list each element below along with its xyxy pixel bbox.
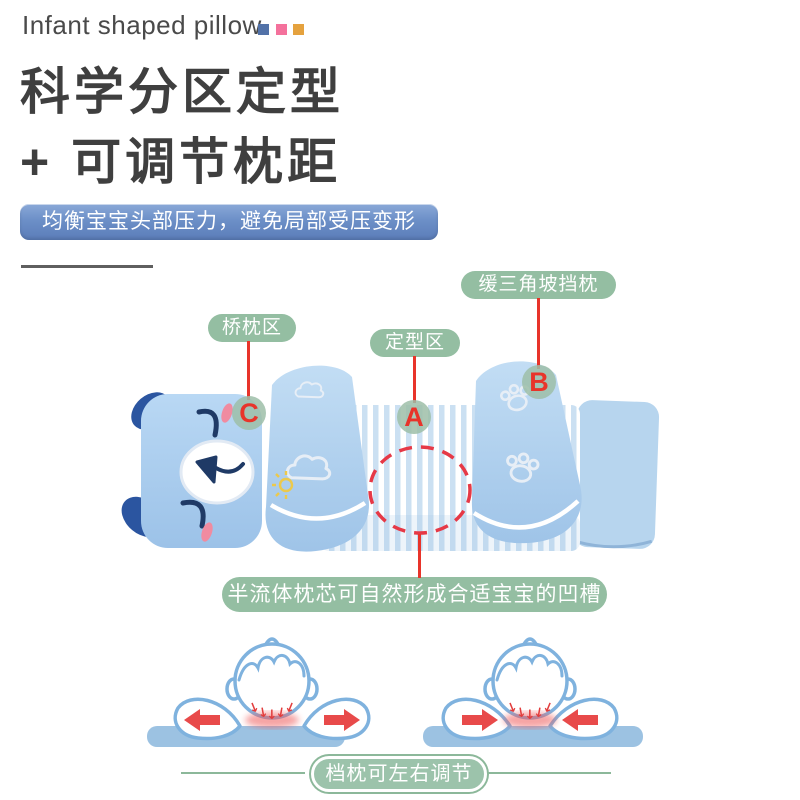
adjust-note-label: 档枕可左右调节 <box>311 756 487 792</box>
page-subtitle: Infant shaped pillow <box>22 10 262 40</box>
adjust-diagram-inward <box>423 637 643 747</box>
sun-embroidery-icon <box>272 471 294 499</box>
bear-snout <box>179 439 255 505</box>
bridge-zone-label: 桥枕区 <box>208 314 296 342</box>
page-title-line2: + 可调节枕距 <box>20 134 342 190</box>
note-line-left <box>181 772 305 774</box>
bear-head <box>121 392 262 548</box>
adjustment-diagrams: ↓ ↓ ↓ ↓ ↓ <box>147 637 643 747</box>
page-title-line1: 科学分区定型 <box>20 64 344 120</box>
arrow-left-icon <box>562 709 598 731</box>
dashed-pressure-circle <box>368 445 472 535</box>
marker-c-badge: C <box>232 396 266 430</box>
arrow-left-icon <box>184 709 220 731</box>
note-line-right <box>486 772 611 774</box>
divider-line <box>21 265 153 268</box>
marker-a-badge: A <box>397 400 431 434</box>
flat-mat <box>572 400 660 549</box>
adjust-diagram-outward <box>147 637 371 747</box>
shaping-zone-label: 定型区 <box>370 329 460 357</box>
connector-line-c <box>247 341 250 400</box>
pillow-illustration <box>121 361 660 552</box>
arrow-right-icon <box>462 709 498 731</box>
core-note-label: 半流体枕芯可自然形成合适宝宝的凹槽 <box>222 577 607 612</box>
connector-line-b <box>537 298 540 369</box>
deco-square-pink-icon <box>276 24 287 35</box>
deco-square-blue-icon <box>258 24 269 35</box>
deco-square-amber-icon <box>293 24 304 35</box>
slope-pillow-label: 缓三角坡挡枕 <box>461 271 616 299</box>
connector-line-a <box>413 356 416 403</box>
right-bolster-pillow <box>471 361 582 544</box>
connector-line-core <box>418 534 421 578</box>
left-bolster-pillow <box>265 365 369 552</box>
benefit-badge: 均衡宝宝头部压力，避免局部受压变形 <box>20 204 438 240</box>
arrow-right-icon <box>324 709 360 731</box>
marker-b-badge: B <box>522 365 556 399</box>
